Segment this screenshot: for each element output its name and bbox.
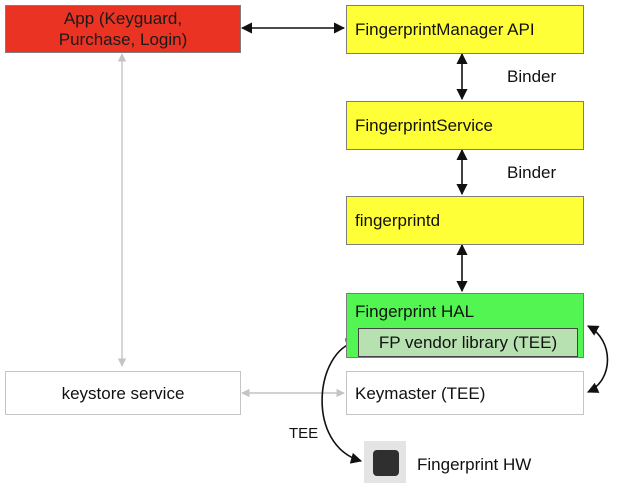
node-app-label: App (Keyguard, Purchase, Login) xyxy=(58,9,188,49)
node-fingerprint-hw-label: Fingerprint HW xyxy=(417,455,532,474)
node-fingerprint-hal-label: Fingerprint HAL xyxy=(355,302,475,321)
node-keystore-service-label: keystore service xyxy=(61,383,185,403)
edge-vendor-hw xyxy=(321,338,363,464)
edge-label-binder-2: Binder xyxy=(507,163,557,182)
node-fingerprint-manager-label: FingerprintManager API xyxy=(355,20,535,39)
edge-hal-keymaster xyxy=(586,325,609,393)
fingerprint-hw-chip xyxy=(364,441,406,483)
node-fingerprint-service-label: FingerprintService xyxy=(355,116,493,135)
node-keymaster-label: Keymaster (TEE) xyxy=(355,383,486,403)
node-fingerprintd-label: fingerprintd xyxy=(355,211,441,230)
node-fp-vendor-library-label: FP vendor library (TEE) xyxy=(378,333,558,352)
node-fingerprint-manager: FingerprintManager API xyxy=(346,5,584,54)
node-fp-vendor-library: FP vendor library (TEE) xyxy=(358,328,578,357)
edge-label-tee: TEE xyxy=(289,425,319,442)
node-fingerprintd: fingerprintd xyxy=(346,196,584,245)
node-keystore-service: keystore service xyxy=(5,371,241,415)
fingerprint-sensor-icon xyxy=(373,450,399,476)
node-keymaster: Keymaster (TEE) xyxy=(346,371,584,415)
node-app: App (Keyguard, Purchase, Login) xyxy=(5,5,241,53)
edge-label-binder-1: Binder xyxy=(507,67,557,86)
node-fingerprint-service: FingerprintService xyxy=(346,101,584,150)
